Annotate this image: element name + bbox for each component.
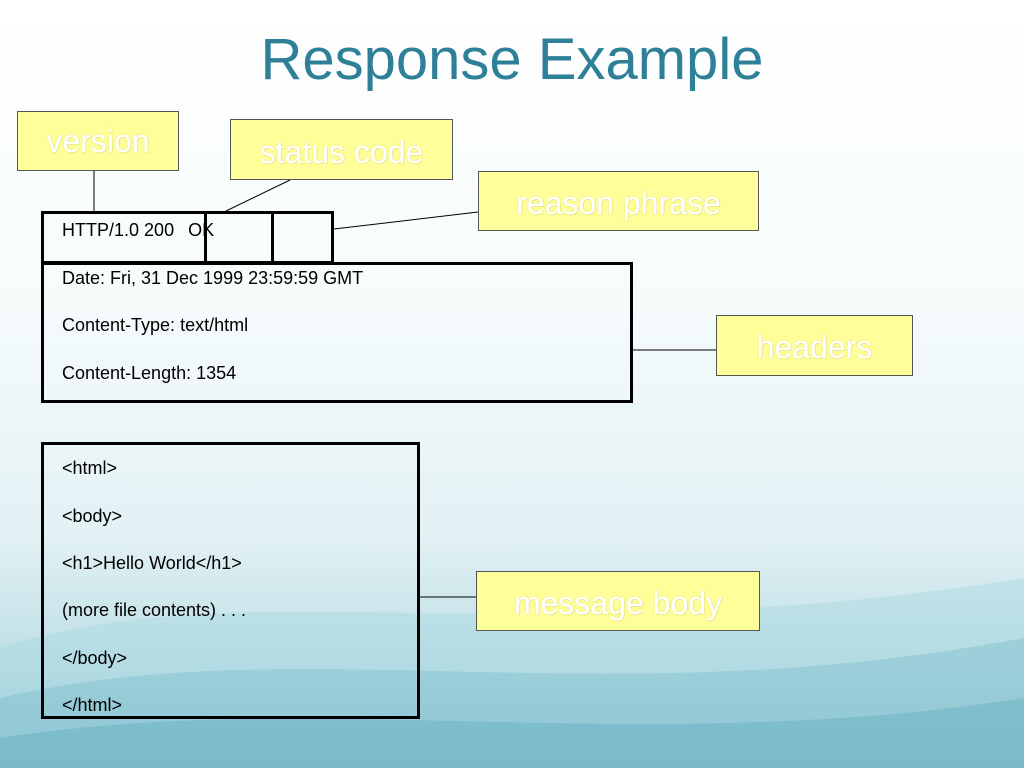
callout-version: version bbox=[17, 111, 179, 171]
body-line: <body> bbox=[62, 506, 123, 526]
callout-message-body: message body bbox=[476, 571, 760, 631]
headers-frame bbox=[41, 262, 633, 403]
message-body-frame bbox=[41, 442, 420, 719]
reason-phrase-frame bbox=[204, 211, 274, 264]
body-line: <html> bbox=[62, 458, 118, 478]
http-version: HTTP/1.0 bbox=[62, 220, 140, 240]
body-line: </html> bbox=[62, 695, 123, 715]
slide-title: Response Example bbox=[260, 27, 764, 92]
body-line: <h1>Hello World</h1> bbox=[62, 553, 242, 573]
callout-headers: headers bbox=[716, 315, 913, 376]
header-line-content-length: Content-Length: 1354 bbox=[62, 363, 237, 383]
reason-phrase: OK bbox=[188, 220, 215, 240]
background-wave bbox=[0, 578, 1024, 768]
status-line-text: HTTP/1.0 200 OK bbox=[62, 220, 214, 241]
body-line: </body> bbox=[62, 648, 128, 668]
callout-reason-phrase: reason phrase bbox=[478, 171, 759, 231]
body-line: (more file contents) . . . bbox=[62, 600, 247, 620]
callout-status-code: status code bbox=[230, 119, 453, 180]
header-line-date: Date: Fri, 31 Dec 1999 23:59:59 GMT bbox=[62, 268, 364, 288]
header-line-content-type: Content-Type: text/html bbox=[62, 315, 249, 335]
status-code: 200 bbox=[144, 220, 175, 240]
